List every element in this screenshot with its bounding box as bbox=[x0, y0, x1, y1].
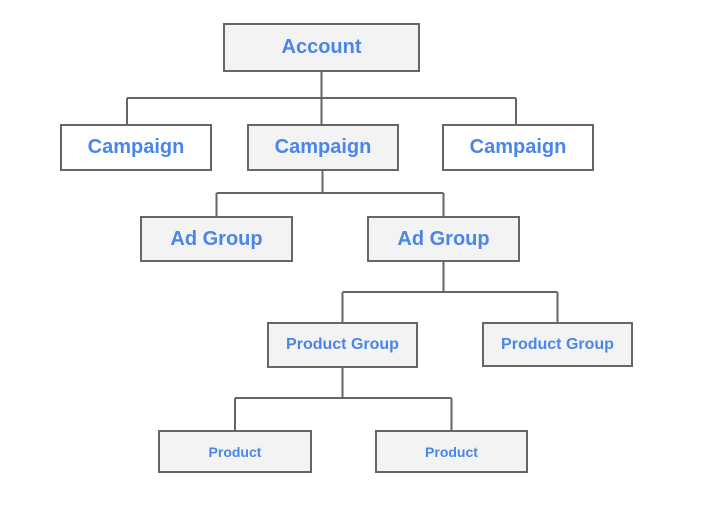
node-product-group-left-label: Product Group bbox=[286, 336, 399, 353]
node-product-right: Product bbox=[375, 430, 528, 473]
node-campaign-left-label: Campaign bbox=[87, 136, 185, 158]
node-ad-group-right-label: Ad Group bbox=[397, 227, 490, 250]
connector-adgroup-to-productgroups bbox=[341, 262, 559, 322]
node-product-group-right: Product Group bbox=[482, 322, 633, 367]
node-product-group-right-label: Product Group bbox=[501, 335, 614, 353]
node-product-left-label: Product bbox=[208, 443, 262, 460]
connector-campaign-to-adgroups bbox=[215, 171, 445, 216]
node-ad-group-left: Ad Group bbox=[140, 216, 293, 262]
node-campaign-middle: Campaign bbox=[247, 124, 399, 171]
node-campaign-middle-label: Campaign bbox=[274, 136, 372, 158]
node-product-right-label: Product bbox=[425, 443, 478, 460]
connector-account-to-campaigns bbox=[126, 72, 517, 124]
node-account-label: Account bbox=[281, 36, 362, 58]
node-campaign-left: Campaign bbox=[60, 124, 212, 171]
node-product-group-left: Product Group bbox=[267, 322, 418, 368]
node-campaign-right: Campaign bbox=[442, 124, 594, 171]
node-account: Account bbox=[223, 23, 420, 72]
connector-productgroup-to-products bbox=[234, 368, 453, 430]
node-ad-group-left-label: Ad Group bbox=[170, 227, 263, 250]
node-product-left: Product bbox=[158, 430, 312, 473]
node-ad-group-right: Ad Group bbox=[367, 216, 520, 262]
node-campaign-right-label: Campaign bbox=[469, 136, 567, 158]
